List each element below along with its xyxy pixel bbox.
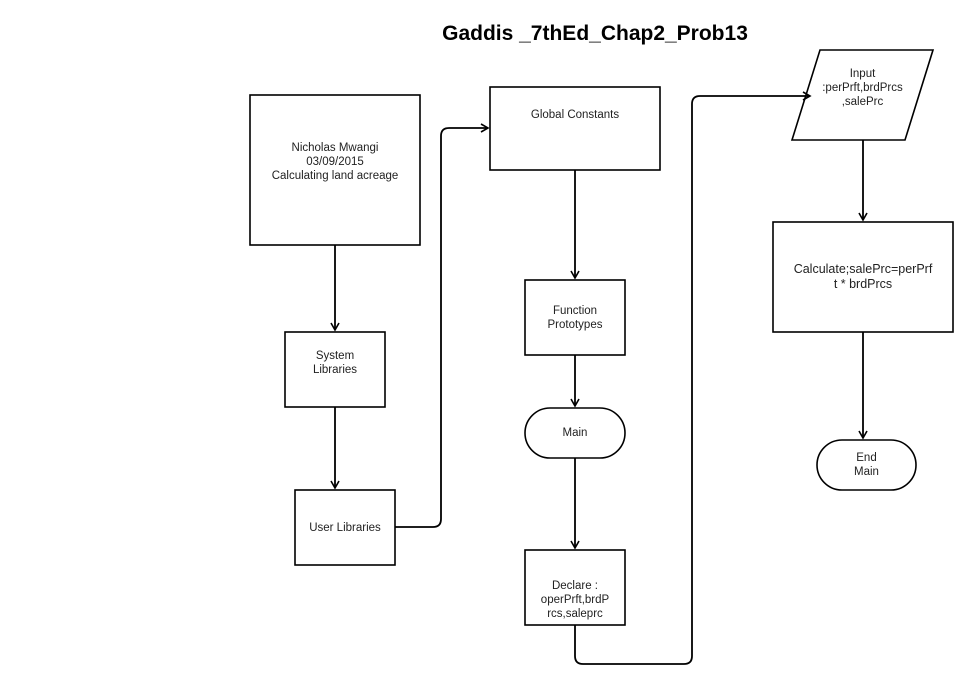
global-constants-label: Global Constants [530, 109, 620, 121]
header-text: Nicholas Mwangi 03/09/2015 Calculating l… [271, 141, 399, 182]
calculate-box [772, 221, 954, 333]
input-label: Input :perPrft,brdPrcs ,salePrc [822, 68, 903, 108]
connector-declare-to-input [574, 91, 812, 665]
calculate-label: Calculate;salePrc=perPrf t * brdPrcs [793, 262, 933, 291]
end-main-label: End Main [854, 452, 879, 478]
diagram-title: Gaddis _7thEd_Chap2_Prob13 [442, 22, 748, 45]
declare-label: Declare : operPrft,brdP rcs,saleprc [540, 580, 610, 620]
main-label: Main [562, 427, 588, 439]
end-main-terminal [816, 439, 917, 491]
input-parallelogram [790, 49, 935, 141]
function-prototypes-box [524, 279, 626, 356]
function-prototypes-label: Function Prototypes [547, 305, 603, 331]
global-constants-box [489, 86, 661, 171]
user-libraries-label: User Libraries [309, 521, 381, 534]
connector-user-to-global [395, 123, 490, 528]
system-libraries-label: System Libraries [312, 350, 358, 376]
header-box [249, 94, 421, 246]
